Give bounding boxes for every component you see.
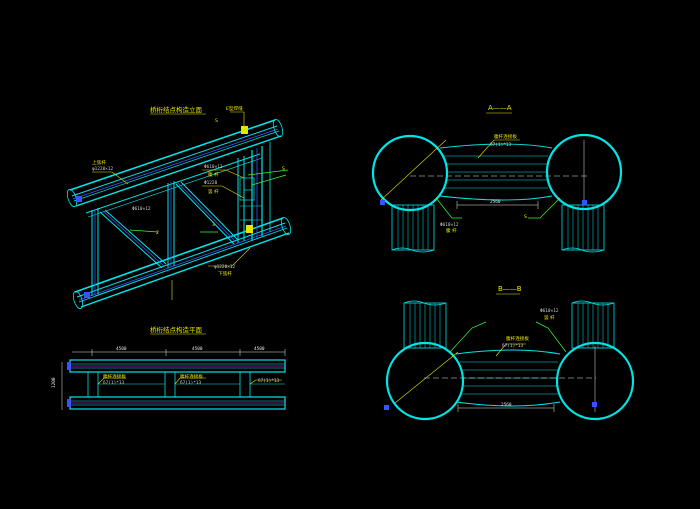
iso-note-chord-size: Φ1220: [204, 180, 218, 186]
aa-note-1: Φ610×12: [440, 222, 459, 228]
iso-note-diagonal-name: 腹 杆: [208, 171, 219, 178]
bb-chord-left: [385, 341, 465, 421]
iso-note-diagonal-size: Φ610×12: [204, 164, 223, 170]
bb-dimension-bottom: [457, 404, 555, 412]
bb-pipe-bundle-left: [403, 300, 447, 349]
plan-cross-members: [87, 371, 285, 398]
iso-note-web-size: Φ610×12: [132, 206, 151, 212]
plan-label-1: 腹杆连接板: [103, 373, 126, 380]
aa-dim-bottom: 2560: [490, 199, 501, 205]
aa-chord-right: [545, 133, 623, 211]
iso-mark-4: S: [282, 166, 285, 172]
plan-label-1b: δ7(1)*13: [103, 380, 125, 386]
plan-label-2: 腹杆连接板: [180, 373, 203, 380]
weld-markers: [76, 126, 253, 298]
iso-callout-top-chord-size: φ1220×12: [92, 166, 114, 172]
iso-note-vertical-name: 竖 杆: [208, 188, 219, 195]
top-chord: [69, 119, 282, 218]
bb-pipe-bundle-right: [571, 300, 615, 349]
bb-chord-right: [555, 341, 635, 421]
plan-label-2b: δ7(1)*13: [180, 380, 202, 386]
bb-label-mid: 腹杆连接板: [506, 335, 529, 342]
plan-dim-3: 4500: [254, 346, 265, 352]
bb-label-mid-b: δ7(1)*13: [502, 343, 524, 349]
bb-dim-bottom: 2560: [501, 402, 512, 408]
plan-dimension-top: [72, 349, 286, 356]
diagonal-members: [99, 181, 239, 269]
aa-pipe-bundle-right: [561, 204, 605, 253]
bb-leaders: [449, 321, 567, 357]
plan-view: 桥桁结点构造平面 4500 4500 4500 1200: [51, 325, 286, 410]
iso-leaders: [92, 111, 289, 300]
iso-callout-top-chord-name: 上弦杆: [92, 159, 106, 166]
aa-chord-left: [371, 134, 449, 212]
bb-label-top: Φ610×12: [540, 308, 559, 314]
bb-diameter-left: [394, 351, 459, 404]
section-bb-view: B——B: [384, 285, 635, 421]
aa-leaders: [435, 139, 561, 219]
vertical-members: [91, 142, 271, 296]
iso-callout-weld: E型焊缝: [226, 105, 243, 112]
iso-note-bottom-chord-size: φ1220×12: [214, 264, 236, 270]
plan-dim-2: 4500: [192, 346, 203, 352]
plan-end-markers: [67, 362, 285, 407]
bb-connecting-tubes: [424, 349, 596, 407]
plan-dim-1: 4500: [116, 346, 127, 352]
bb-label-top-b: 竖 杆: [544, 314, 555, 321]
aa-connecting-tubes: [410, 143, 590, 201]
chord-end-caps: [66, 118, 292, 310]
iso-view-title: 桥桁结点构造立面: [150, 105, 203, 114]
aa-label-top-b: δ7(1)*13: [490, 142, 512, 148]
section-bb-title: B——B: [498, 285, 522, 293]
gusset-plates: [239, 177, 262, 221]
aa-diameter-left: [380, 139, 447, 201]
iso-mark-3: 3: [212, 222, 215, 228]
aa-mark-1: S: [524, 214, 527, 220]
aa-pipe-bundle-left: [391, 204, 435, 253]
aa-note-2: 腹 杆: [446, 227, 457, 234]
iso-note-bottom-chord-name: 下弦杆: [218, 270, 232, 277]
plan-label-3: δ7(1)*13: [258, 378, 280, 384]
aa-label-top: 腹杆连接板: [494, 133, 517, 140]
plan-dim-left: 1200: [51, 377, 57, 388]
plan-view-title: 桥桁结点构造平面: [150, 325, 203, 334]
iso-truss-view: 桥桁结点构造立面: [66, 105, 292, 310]
section-aa-view: A——A: [371, 104, 623, 253]
section-aa-title: A——A: [488, 104, 512, 112]
iso-mark-2: 2: [156, 230, 159, 236]
aa-dimension-bottom: [456, 201, 539, 209]
iso-mark-1: S: [215, 118, 218, 124]
plan-leaders: [97, 377, 282, 385]
